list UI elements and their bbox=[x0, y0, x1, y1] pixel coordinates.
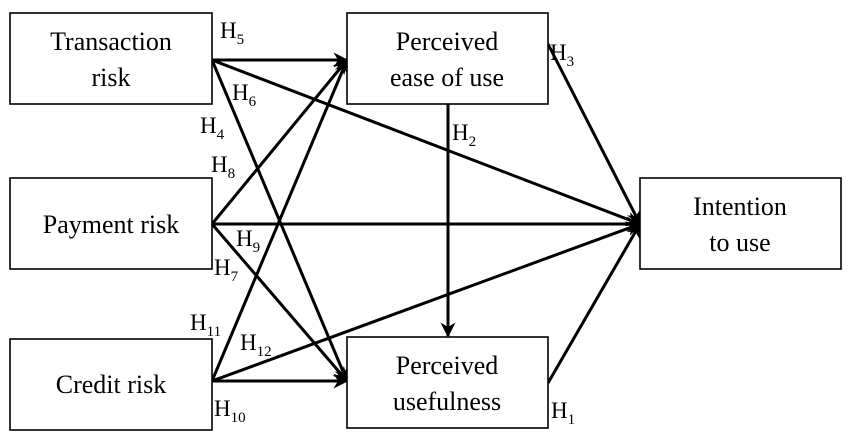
node-box bbox=[346, 12, 549, 105]
hypothesis-label-h12: H12 bbox=[240, 330, 272, 360]
node-label: Intention bbox=[693, 192, 787, 221]
hypothesis-label-h5: H5 bbox=[220, 18, 244, 48]
edge-ease-to-intention bbox=[546, 43, 642, 226]
node-label: to use bbox=[709, 228, 770, 257]
hypothesis-labels: H5 H6 H4 H8 H9 H7 H11 H12 H10 H2 H3 H1 bbox=[190, 18, 575, 428]
node-intention-to-use: Intention to use bbox=[639, 177, 842, 270]
hypothesis-label-h8: H8 bbox=[211, 152, 235, 182]
node-label: Perceived bbox=[396, 27, 499, 56]
node-label: ease of use bbox=[390, 63, 504, 92]
hypothesis-label-h6: H6 bbox=[232, 80, 257, 110]
hypothesis-label-h9: H9 bbox=[236, 226, 260, 256]
edge-transaction-to-intention bbox=[211, 58, 642, 227]
node-box bbox=[346, 336, 549, 429]
node-box bbox=[9, 12, 213, 105]
hypothesis-label-h3: H3 bbox=[550, 40, 574, 70]
hypothesis-label-h2: H2 bbox=[452, 120, 476, 150]
edge-credit-to-intention bbox=[211, 221, 642, 383]
edge-payment-to-ease bbox=[210, 58, 349, 225]
hypothesis-label-h11: H11 bbox=[190, 310, 221, 340]
node-box bbox=[9, 338, 213, 431]
edge-payment-to-usefulness bbox=[210, 223, 349, 383]
node-perceived-ease-of-use: Perceived ease of use bbox=[346, 12, 549, 105]
node-box bbox=[9, 177, 213, 270]
edge-credit-to-ease bbox=[210, 58, 349, 382]
node-label: Payment risk bbox=[43, 210, 180, 239]
node-perceived-usefulness: Perceived usefulness bbox=[346, 336, 549, 429]
edges bbox=[210, 43, 642, 389]
node-label: Credit risk bbox=[56, 370, 167, 399]
node-credit-risk: Credit risk bbox=[9, 338, 213, 431]
edge-usefulness-to-intention bbox=[546, 222, 642, 384]
node-label: risk bbox=[92, 63, 131, 92]
node-payment-risk: Payment risk bbox=[9, 177, 213, 270]
hypothesis-label-h1: H1 bbox=[551, 398, 575, 428]
node-transaction-risk: Transaction risk bbox=[9, 12, 213, 105]
hypothesis-label-h4: H4 bbox=[200, 113, 225, 143]
node-label: usefulness bbox=[393, 387, 501, 416]
node-label: Perceived bbox=[396, 351, 499, 380]
node-box bbox=[639, 177, 842, 270]
node-label: Transaction bbox=[50, 27, 172, 56]
hypothesis-label-h10: H10 bbox=[214, 396, 246, 426]
hypothesis-label-h7: H7 bbox=[214, 255, 239, 285]
